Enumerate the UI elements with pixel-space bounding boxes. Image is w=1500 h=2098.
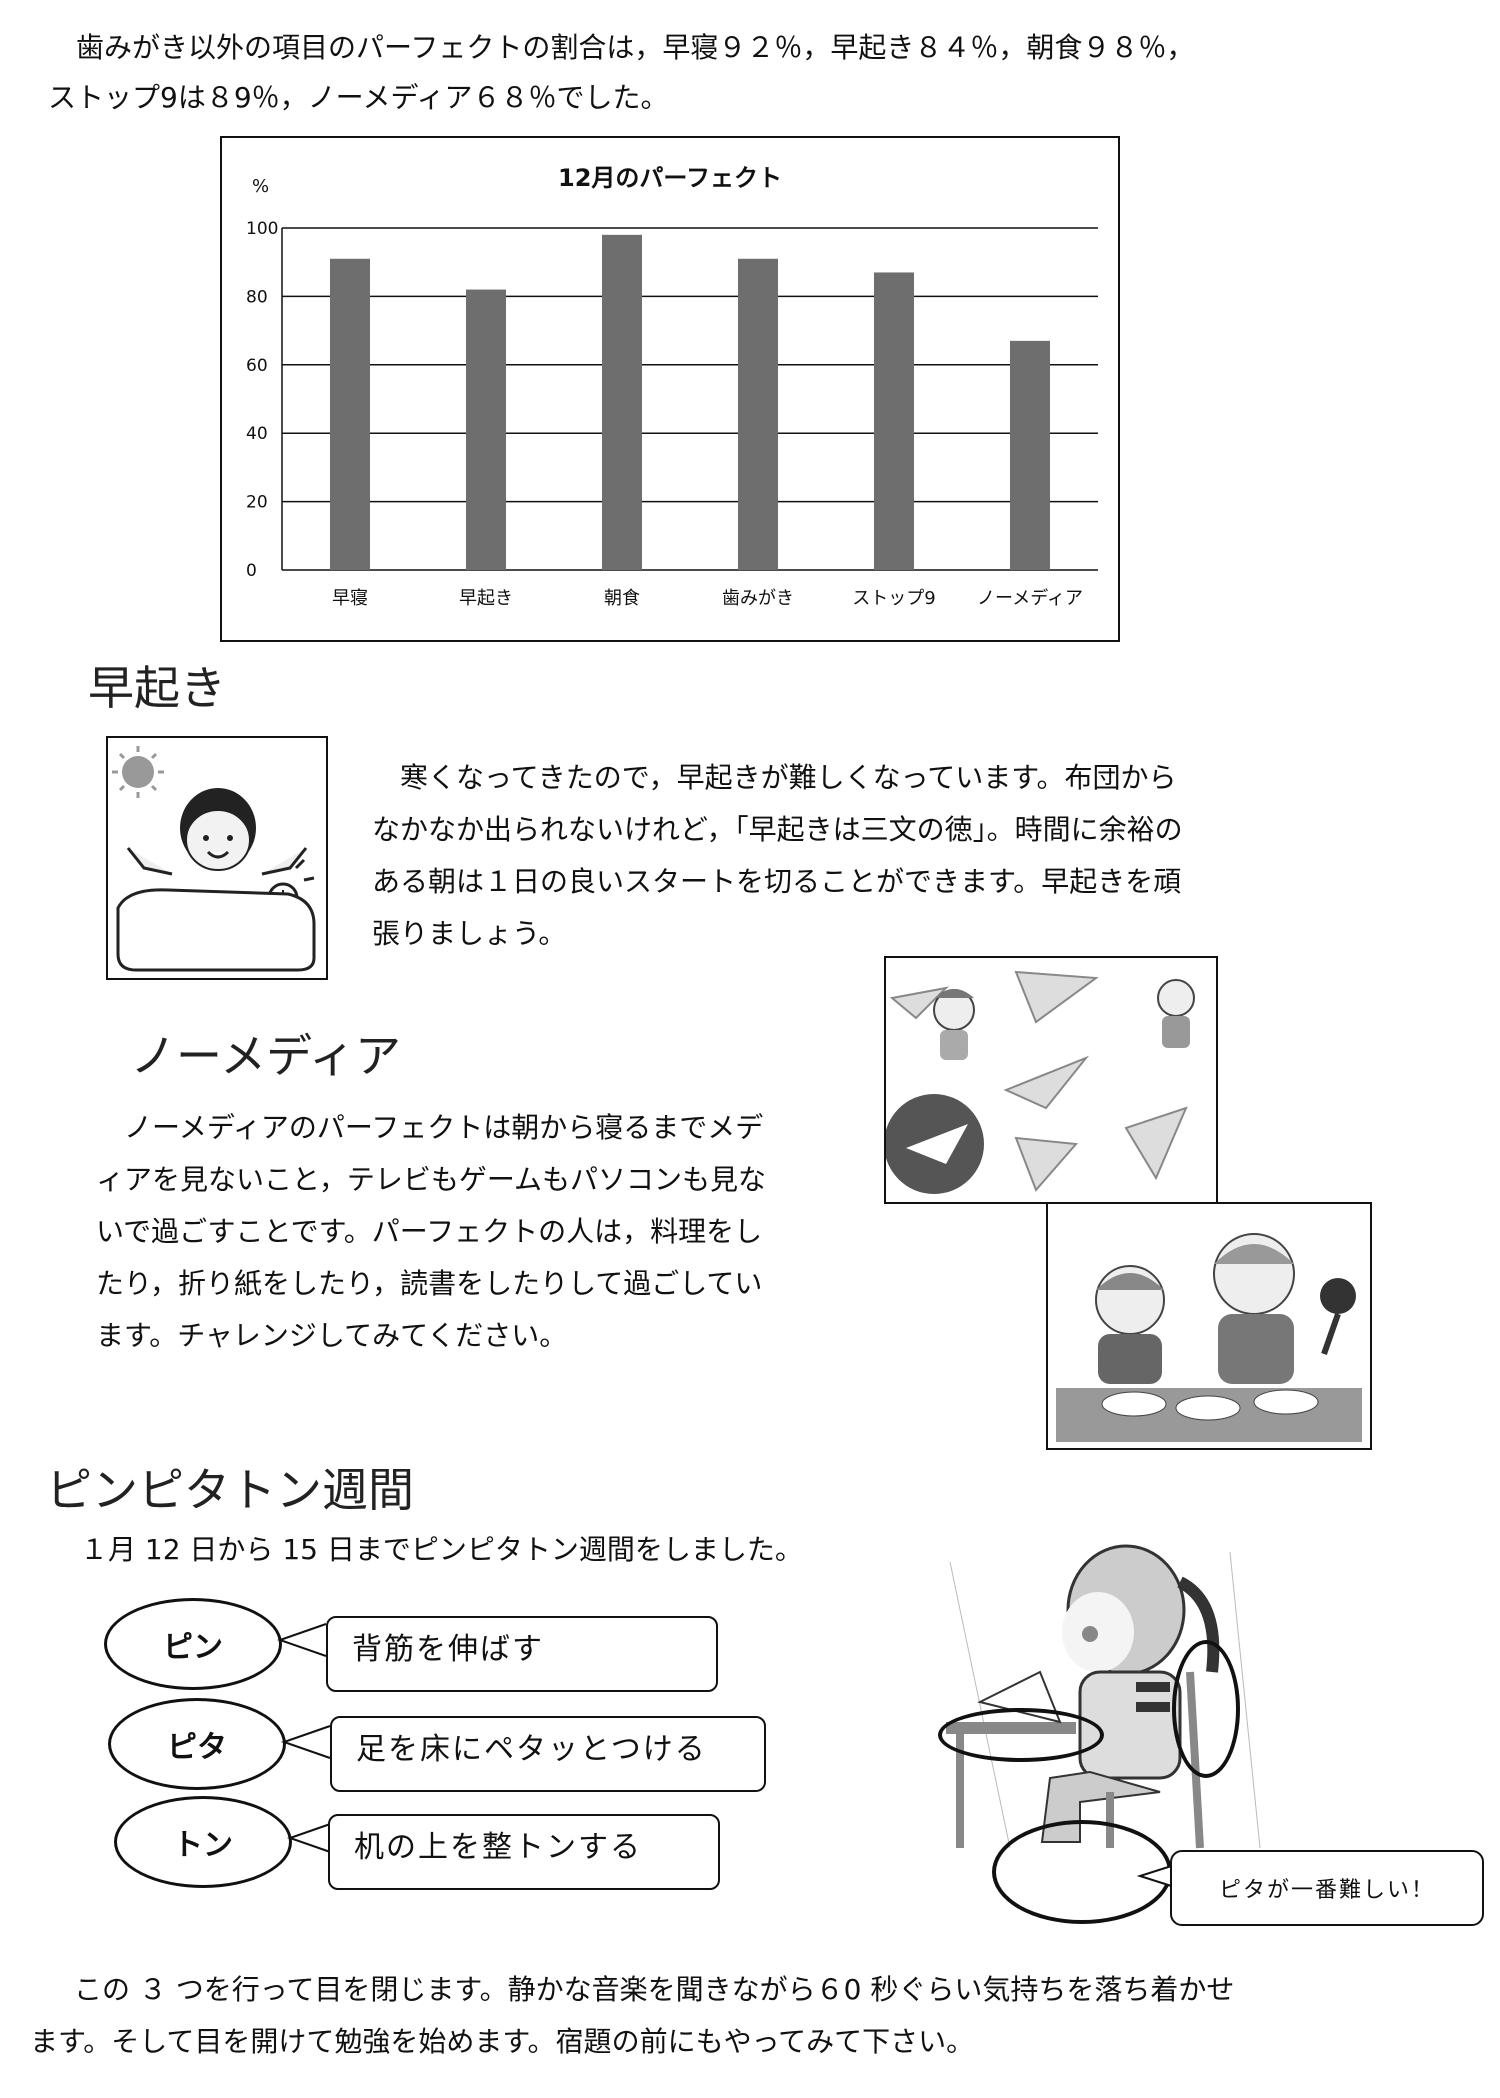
y-tick-label: 0 xyxy=(246,561,257,581)
girl-icon xyxy=(1040,1544,1220,1843)
back-highlight-oval xyxy=(1172,1640,1240,1778)
bubble-tail xyxy=(286,1821,337,1855)
nomedia-line-4: たり，折り紙をしたり，読書をしたりして過ごしてい xyxy=(96,1267,763,1300)
closing-line-2: ます。そして目を開けて勉強を始めます。宿題の前にもやってみて下さい。 xyxy=(30,2025,975,2058)
bubble-tail xyxy=(280,1725,331,1759)
bar xyxy=(738,258,778,570)
y-tick-label: 40 xyxy=(246,424,268,444)
hayaoki-heading: 早起き xyxy=(88,661,226,715)
hayaoki-line-1: 寒くなってきたので，早起きが難しくなっています。布団から xyxy=(372,761,1177,794)
y-tick-label: 60 xyxy=(246,356,268,376)
intro-line-1: 歯みがき以外の項目のパーフェクトの割合は，早寝９２％，早起き８４％，朝食９８％， xyxy=(76,31,1195,64)
hayaoki-illustration xyxy=(106,736,328,980)
y-tick-label: 20 xyxy=(246,493,268,513)
bar-chart: 12月のパーフェクト% 0 20 40 60 80 100 早寝 早起き 朝食 歯みがき ストップ9 ノ… xyxy=(220,136,1120,642)
bar-chart-svg: 12月のパーフェクト% 0 20 40 60 80 100 早寝 早起き 朝食 歯みがき ストップ9 ノ… xyxy=(246,164,1098,609)
hayaoki-line-2: なかなか出られないけれど，「早起きは三文の徳」。時間に余裕の xyxy=(372,813,1183,846)
futon-icon xyxy=(116,888,316,972)
pin-oval: ピン xyxy=(104,1598,282,1690)
y-tick-label: 80 xyxy=(246,287,268,307)
child-cooking-icon xyxy=(1095,1265,1165,1384)
nomedia-line-5: ます。チャレンジしてみてください。 xyxy=(96,1319,568,1352)
hayaoki-line-3: ある朝は１日の良いスタートを切ることができます。早起きを頑 xyxy=(372,865,1182,898)
nomedia-heading: ノーメディア xyxy=(130,1029,401,1083)
mother-icon xyxy=(1213,1233,1356,1384)
nomedia-line-3: いで過ごすことです。パーフェクトの人は，料理をし xyxy=(96,1215,763,1248)
chart-title: 12月のパーフェクト xyxy=(558,164,782,192)
closing-line-1: この ３ つを行って目を閉じます。静かな音楽を聞きながら６0 秒ぐらい気持ちを落… xyxy=(46,1973,1235,2006)
bubble-tail xyxy=(276,1623,327,1657)
x-tick-label: 早寝 xyxy=(332,588,368,609)
y-tick-label: 100 xyxy=(246,219,278,239)
bar xyxy=(1010,340,1050,570)
y-axis-label: % xyxy=(252,176,269,197)
pita-note: ピタが一番難しい！ xyxy=(1170,1850,1484,1926)
child-running-icon xyxy=(933,979,1195,1060)
ton-bubble: 机の上を整トンする xyxy=(328,1814,720,1890)
x-tick-label: 早起き xyxy=(459,588,513,609)
child-waking-icon xyxy=(126,788,308,876)
x-tick-label: ノーメディア xyxy=(977,588,1083,609)
pinpita-intro: １月 12 日から 15 日までピンピタトン週間をしました。 xyxy=(80,1533,803,1566)
cooking-illustration xyxy=(1046,1202,1372,1450)
sun-icon xyxy=(112,746,164,798)
x-tick-label: ストップ9 xyxy=(852,588,935,609)
bar xyxy=(466,289,506,570)
nomedia-line-2: ィアを見ないこと，テレビもゲームもパソコンも見な xyxy=(96,1163,767,1196)
frying-pan-icon xyxy=(1320,1278,1356,1314)
nomedia-line-1: ノーメディアのパーフェクトは朝から寝るまでメデ xyxy=(96,1111,764,1144)
pinpita-heading: ピンピタトン週間 xyxy=(46,1463,414,1517)
x-tick-label: 歯みがき xyxy=(722,588,794,609)
bar xyxy=(874,272,914,570)
paper-plane-icon xyxy=(889,970,1188,1192)
bar xyxy=(602,234,642,570)
pin-bubble: 背筋を伸ばす xyxy=(326,1616,718,1692)
pita-bubble: 足を床にペタッとつける xyxy=(330,1716,766,1792)
pita-oval: ピタ xyxy=(108,1698,286,1790)
desk-highlight-oval xyxy=(938,1708,1104,1762)
paper-airplane-illustration xyxy=(884,956,1218,1204)
hayaoki-line-4: 張りましょう。 xyxy=(372,917,567,950)
x-tick-label: 朝食 xyxy=(604,588,640,609)
ton-oval: トン xyxy=(114,1796,292,1888)
intro-line-2: ストップ9は８9％，ノーメディア６８％でした。 xyxy=(48,81,669,114)
bar xyxy=(330,258,370,570)
